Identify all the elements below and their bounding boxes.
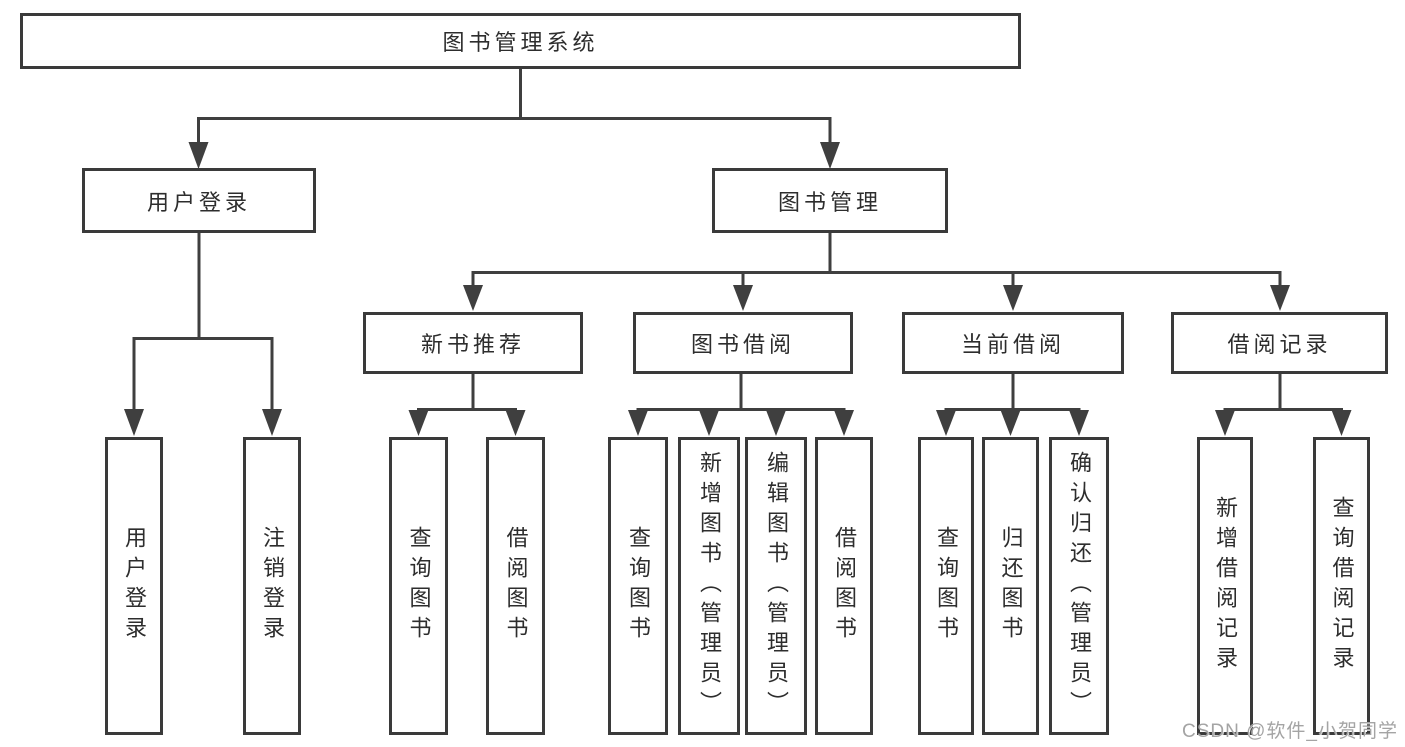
connector-root-to-level2 <box>188 68 840 169</box>
leaf-logout: 注销登录 <box>243 437 301 735</box>
leaf-borrow-add-books-admin: 新增图书（管理员） <box>678 437 740 735</box>
connector-current-to-leaves <box>936 374 1089 436</box>
leaf-current-return-books: 归还图书 <box>982 437 1039 735</box>
leaf-borrow-query-books-label: 查询图书 <box>626 526 651 646</box>
node-current-borrowing: 当前借阅 <box>902 312 1124 374</box>
node-book-management: 图书管理 <box>712 168 948 233</box>
leaf-newbook-borrow-books-label: 借阅图书 <box>503 526 529 646</box>
connector-newbook-to-leaves <box>408 374 526 436</box>
leaf-borrow-borrow-books: 借阅图书 <box>815 437 873 735</box>
csdn-watermark: CSDN @软件_小贺同学 <box>1182 721 1398 742</box>
node-library-management-system: 图书管理系统 <box>20 13 1021 69</box>
leaf-borrow-edit-books-admin-label: 编辑图书（管理员） <box>764 451 789 721</box>
node-borrowing-records: 借阅记录 <box>1171 312 1388 374</box>
connector-mgmt-to-level3 <box>463 233 1290 311</box>
node-user-login: 用户登录 <box>82 168 316 233</box>
leaf-current-confirm-return-admin-label: 确认归还（管理员） <box>1067 451 1092 721</box>
leaf-newbook-query-books: 查询图书 <box>389 437 448 735</box>
leaf-borrow-query-books: 查询图书 <box>608 437 668 735</box>
leaf-user-login-label: 用户登录 <box>122 526 147 646</box>
node-new-book-recommend: 新书推荐 <box>363 312 583 374</box>
connector-login-to-leaves <box>124 232 282 436</box>
leaf-records-add-record: 新增借阅记录 <box>1197 437 1253 735</box>
connector-records-to-leaves <box>1215 374 1352 436</box>
leaf-records-add-record-label: 新增借阅记录 <box>1213 496 1238 676</box>
leaf-records-query-record-label: 查询借阅记录 <box>1329 496 1355 676</box>
leaf-current-query-books: 查询图书 <box>918 437 974 735</box>
leaf-user-login: 用户登录 <box>105 437 163 735</box>
leaf-current-confirm-return-admin: 确认归还（管理员） <box>1049 437 1109 735</box>
leaf-logout-label: 注销登录 <box>260 526 285 646</box>
leaf-current-return-books-label: 归还图书 <box>998 526 1024 646</box>
leaf-current-query-books-label: 查询图书 <box>934 526 959 646</box>
leaf-newbook-query-books-label: 查询图书 <box>406 526 432 646</box>
leaf-records-query-record: 查询借阅记录 <box>1313 437 1370 735</box>
leaf-borrow-borrow-books-label: 借阅图书 <box>832 526 857 646</box>
leaf-borrow-add-books-admin-label: 新增图书（管理员） <box>697 451 722 721</box>
leaf-newbook-borrow-books: 借阅图书 <box>486 437 545 735</box>
leaf-borrow-edit-books-admin: 编辑图书（管理员） <box>745 437 807 735</box>
connector-borrow-to-leaves <box>628 374 854 436</box>
node-book-borrowing: 图书借阅 <box>633 312 853 374</box>
